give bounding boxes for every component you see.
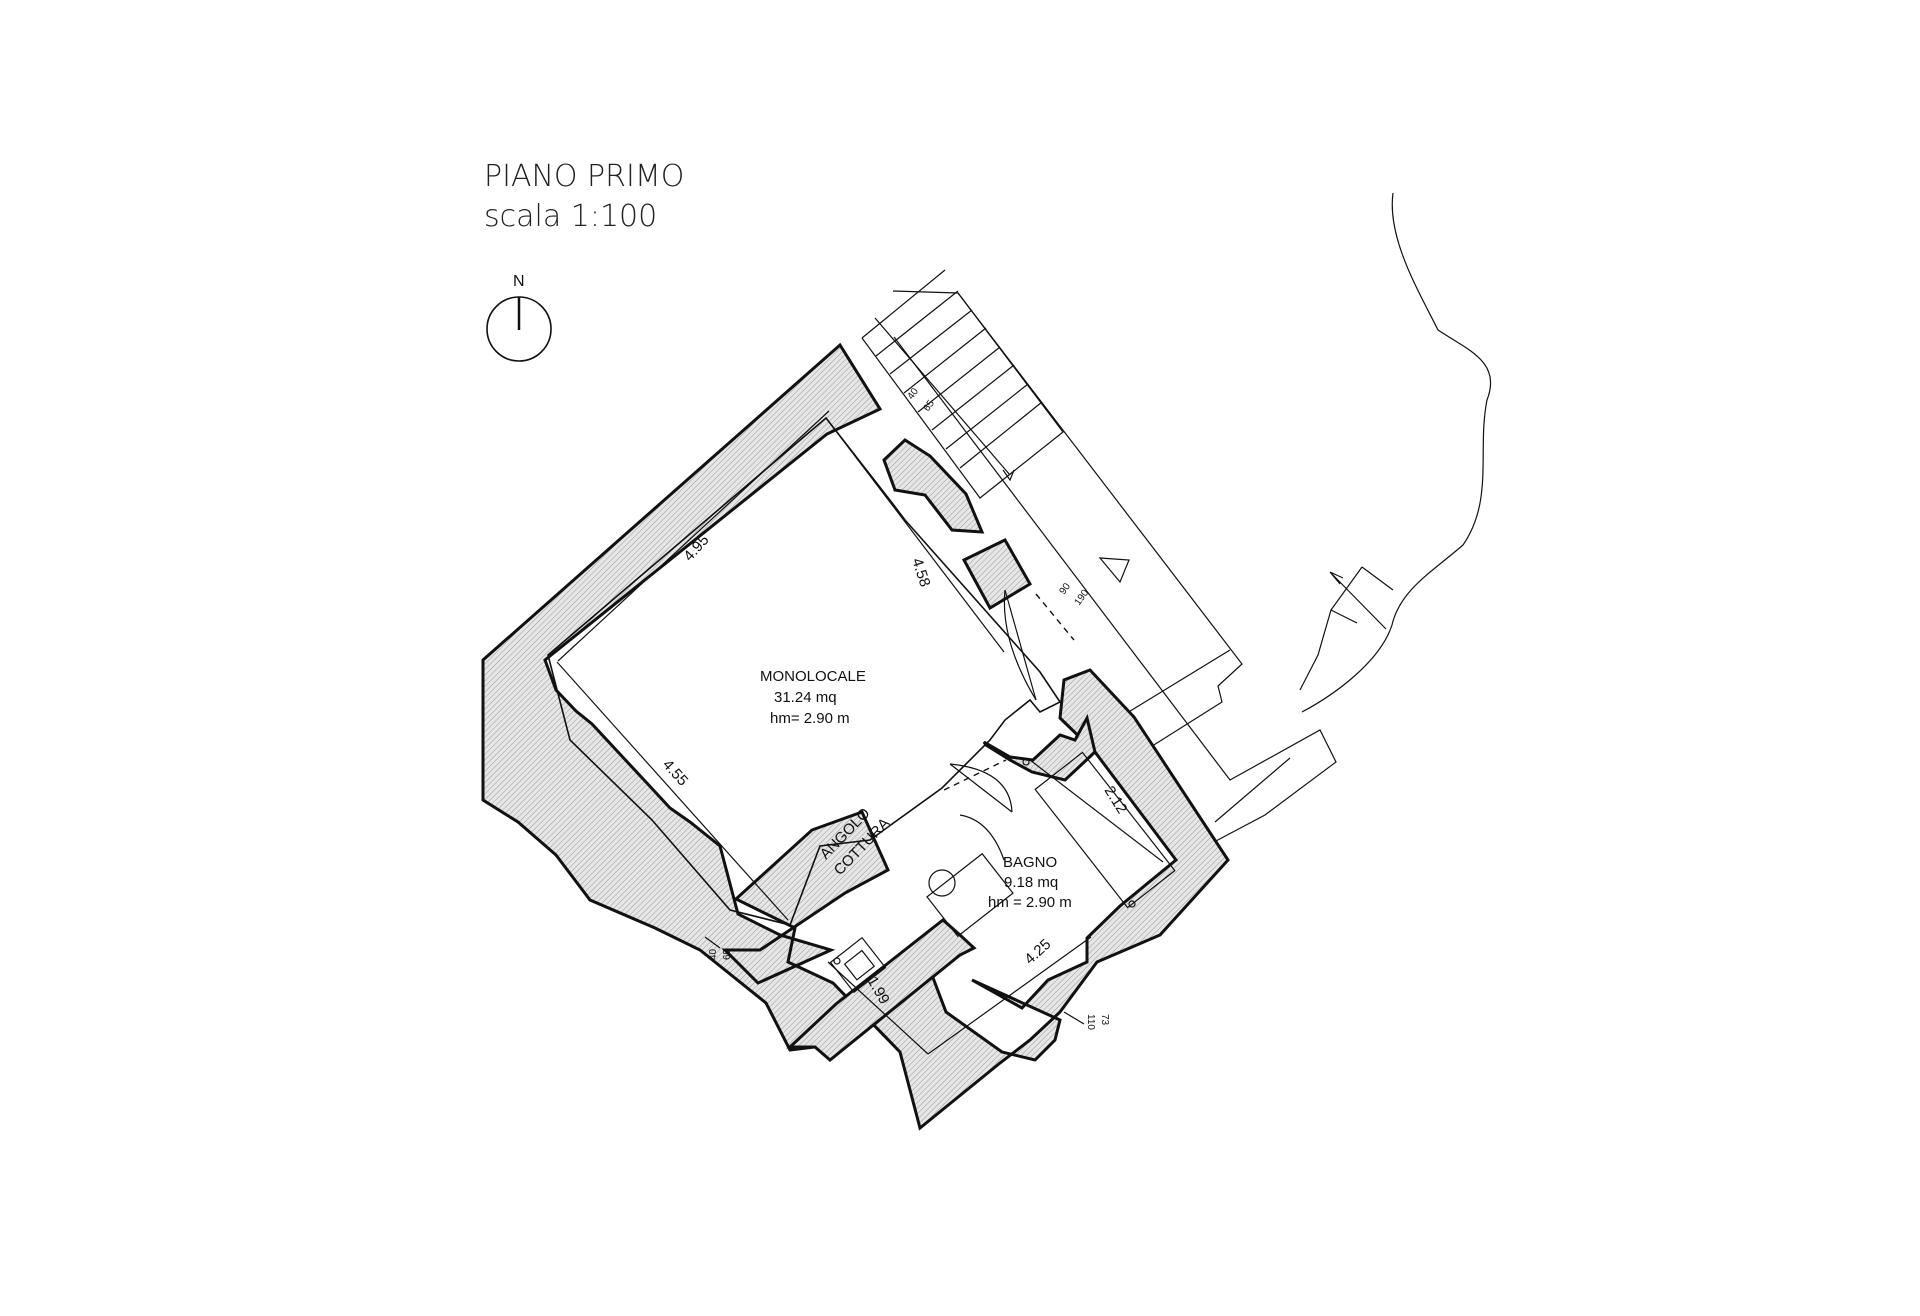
door-entry-bottom: 190 <box>1073 587 1092 607</box>
terrain-outline <box>1301 192 1492 713</box>
terrain-arrow <box>1329 571 1387 630</box>
door-entry-top: 90 <box>1058 581 1074 597</box>
terrain-section <box>1299 566 1394 691</box>
bathroom-fixtures <box>829 751 1176 994</box>
terrace-edge <box>1126 649 1231 714</box>
room-bagno-height: hm = 2.90 m <box>988 894 1072 911</box>
window-left-top: 40 <box>708 948 719 960</box>
dim-458: 4.58 <box>908 556 933 589</box>
bath-partition-wall[interactable] <box>786 918 977 1062</box>
entry-pillar[interactable] <box>961 538 1033 611</box>
staircase <box>861 269 1064 499</box>
window-left-bottom: 65 <box>722 948 733 960</box>
window-bottom-tick <box>1063 1011 1085 1025</box>
room-bagno-name: BAGNO <box>1003 854 1057 871</box>
window-bottom-bottom: 110 <box>1085 1014 1096 1030</box>
dimension-lines <box>556 410 1164 1055</box>
window-left-tick <box>704 936 721 949</box>
arched-niche[interactable] <box>882 438 985 534</box>
monolocale-outline <box>547 416 1062 926</box>
north-arrow-icon: N <box>486 273 552 362</box>
window-bottom-top: 73 <box>1099 1014 1110 1026</box>
plan-scale: scala 1:100 <box>484 199 657 234</box>
dim-425: 4.25 <box>1021 936 1054 968</box>
entry-level-marker <box>1098 557 1130 584</box>
north-label: N <box>513 273 525 290</box>
door-swings <box>949 589 1037 861</box>
terrace-edge-2 <box>1214 757 1291 823</box>
bath-threshold <box>943 759 1007 791</box>
room-monolocale-height: hm= 2.90 m <box>770 710 850 727</box>
room-monolocale-name: MONOLOCALE <box>760 668 866 685</box>
stair-window-bottom: 65 <box>922 398 938 414</box>
room-monolocale-area: 31.24 mq <box>774 689 837 706</box>
entry-threshold <box>1035 593 1075 641</box>
terrace-outline-outer <box>893 336 1337 861</box>
plan-title: PIANO PRIMO <box>484 159 684 194</box>
room-bagno-area: 9.18 mq <box>1004 874 1058 891</box>
dim-455: 4.55 <box>659 756 691 789</box>
